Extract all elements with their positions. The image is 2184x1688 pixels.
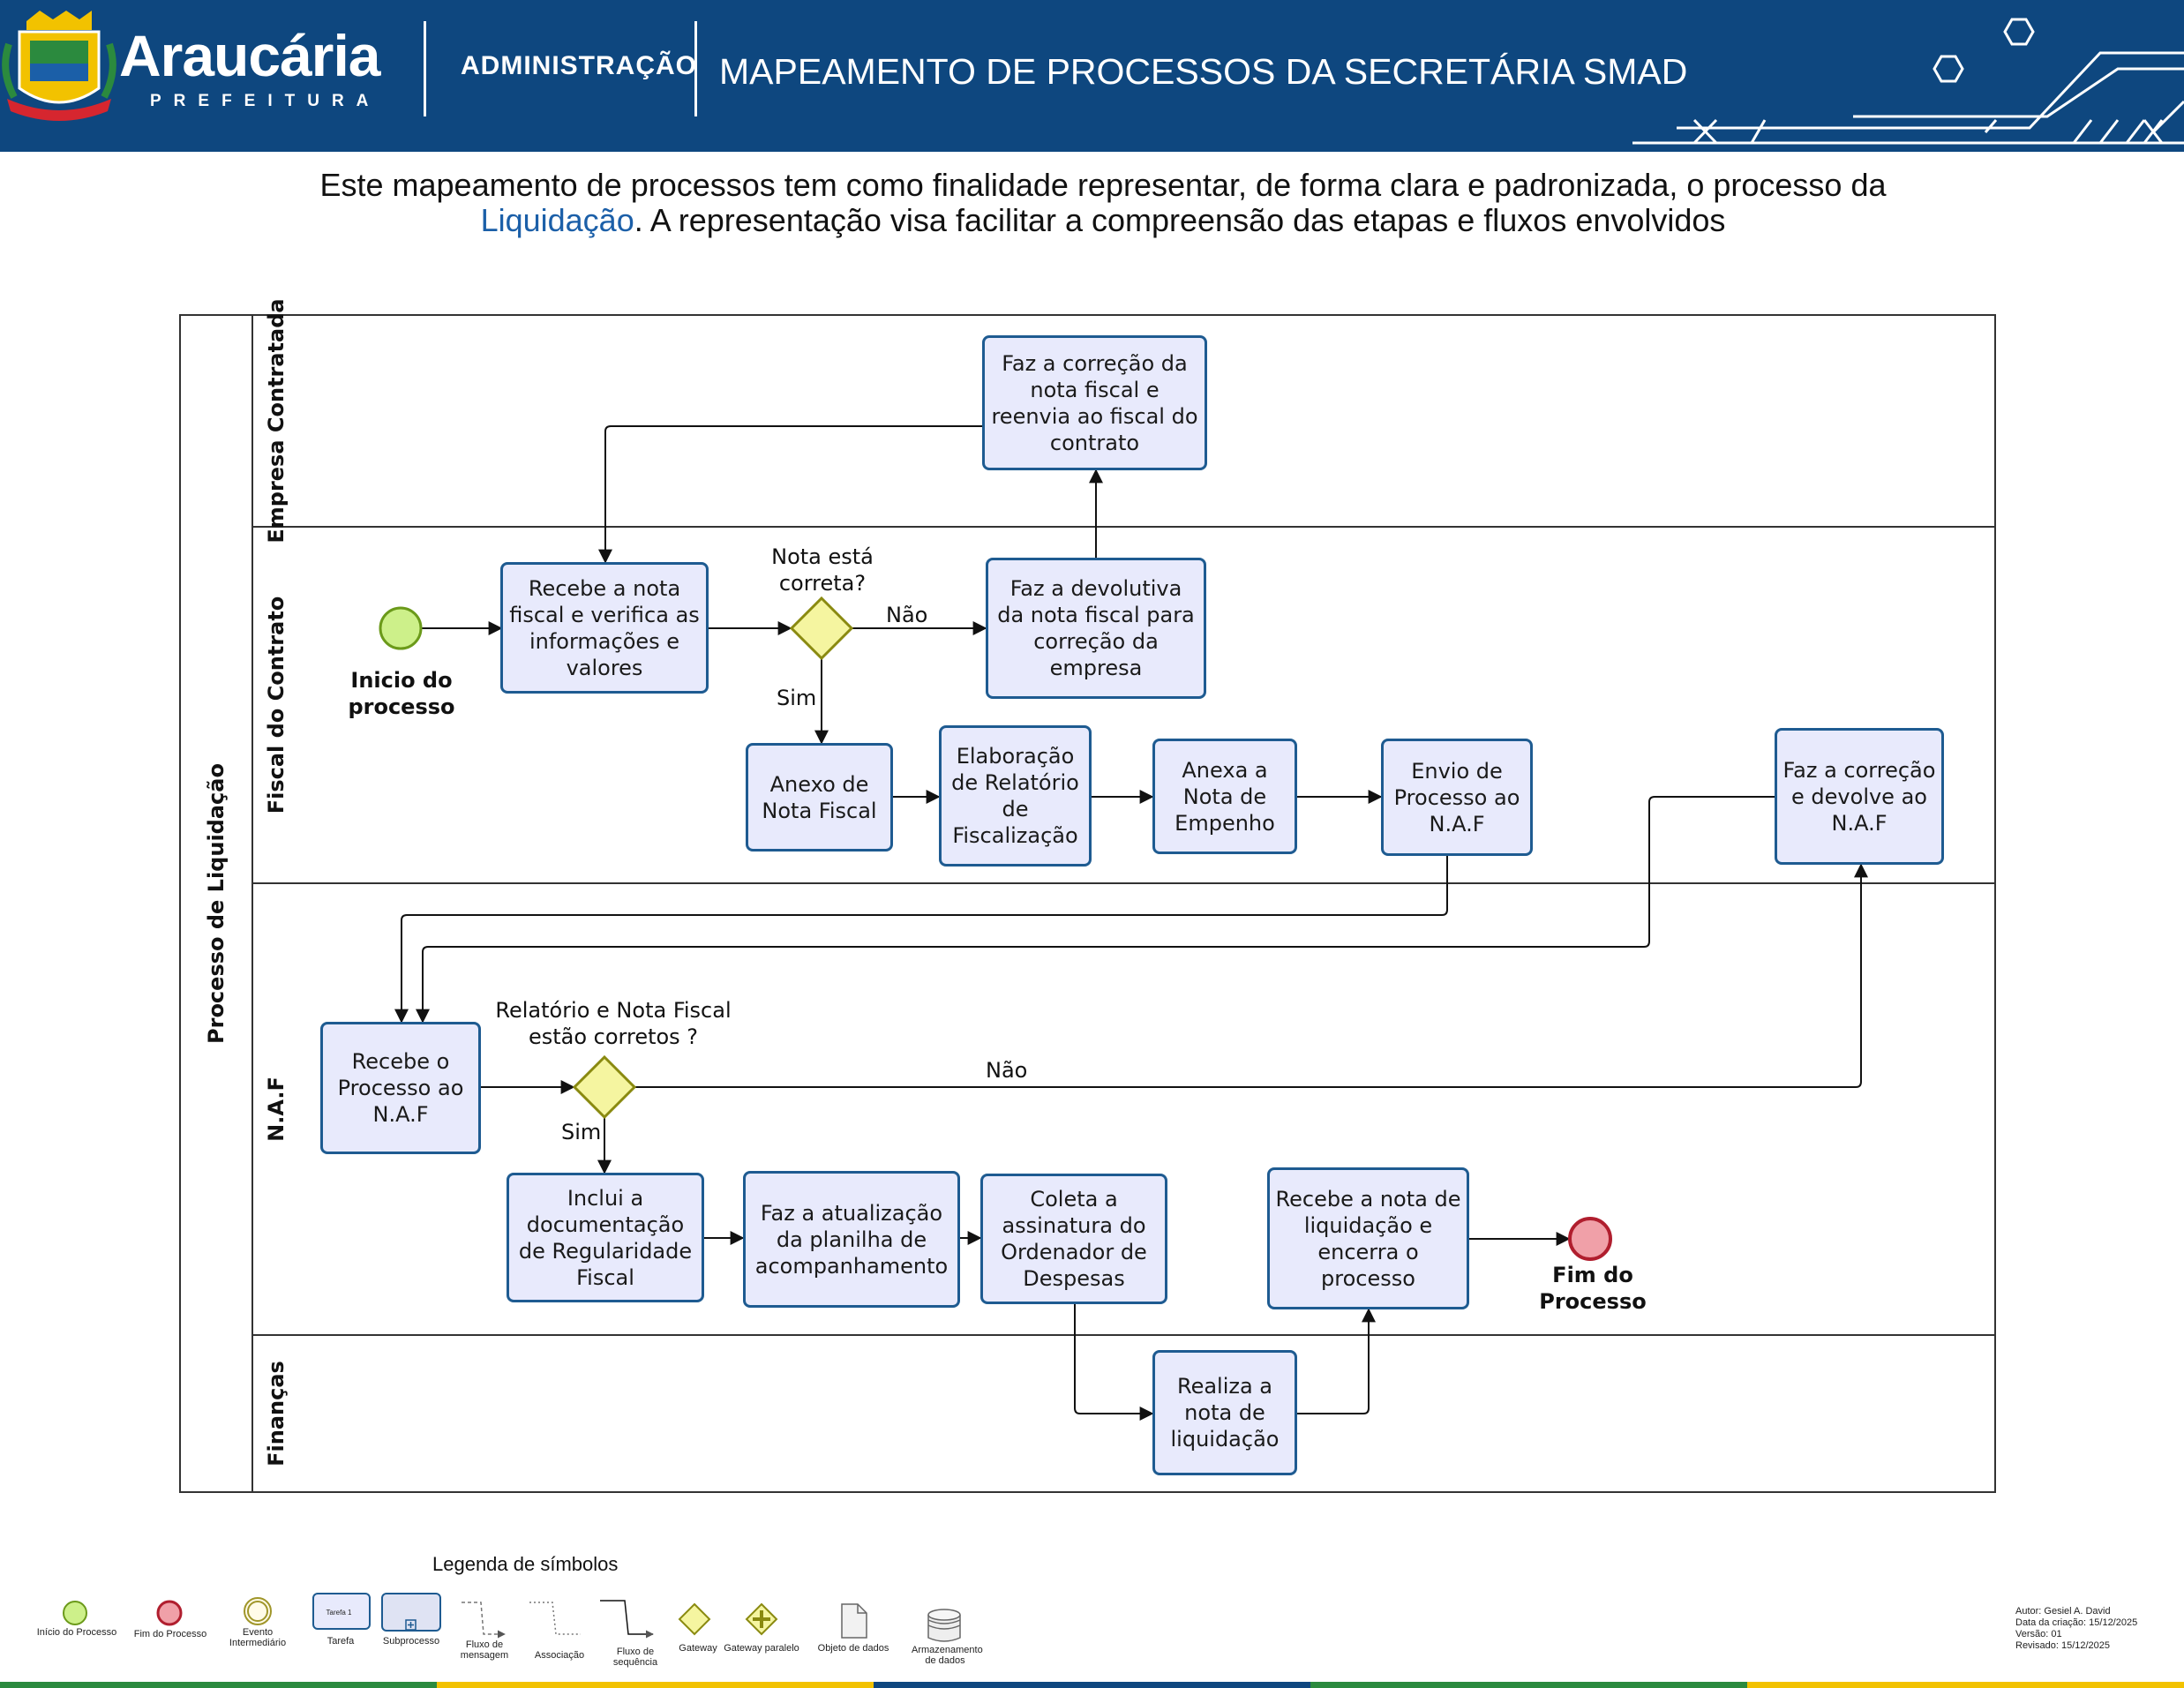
meta-revised: Revisado: 15/12/2025 bbox=[2015, 1640, 2111, 1651]
gateway1-yes-label: Sim bbox=[777, 686, 817, 710]
gateway2-yes-label: Sim bbox=[561, 1120, 602, 1144]
lane-label-empresa: Empresa Contratada bbox=[264, 298, 289, 544]
legend-title: Legenda de símbolos bbox=[432, 1553, 619, 1575]
legend-end-event-icon bbox=[156, 1600, 183, 1626]
start-event-icon bbox=[379, 606, 423, 650]
task-devolutiva[interactable]: Faz a devolutiva da nota fiscal para cor… bbox=[986, 558, 1206, 699]
gateway2-no-label: Não bbox=[986, 1058, 1028, 1083]
task-anexo-nota-fiscal[interactable]: Anexo de Nota Fiscal bbox=[746, 743, 893, 852]
task-corrige-nota-fiscal[interactable]: Faz a correção da nota fiscal e reenvia … bbox=[982, 335, 1207, 470]
legend-label-end: Fim do Processo bbox=[133, 1629, 207, 1639]
legend-label-message-flow: Fluxo de mensagem bbox=[460, 1639, 509, 1661]
end-event-icon bbox=[1568, 1217, 1612, 1261]
header-divider bbox=[694, 21, 697, 116]
task-recebe-liquidacao[interactable]: Recebe a nota de liquidação e encerra o … bbox=[1267, 1167, 1469, 1309]
legend-icons bbox=[63, 1593, 961, 1642]
legend-label-start: Início do Processo bbox=[36, 1627, 117, 1638]
footer-color-bar bbox=[0, 1682, 2184, 1688]
header-bar: Araucária PREFEITURA ADMINISTRAÇÃO MAPEA… bbox=[0, 0, 2184, 152]
legend-label-intermediate: Evento Intermediário bbox=[229, 1627, 287, 1648]
legend-label-gateway: Gateway bbox=[679, 1643, 717, 1654]
task-recebe-processo-naf[interactable]: Recebe o Processo ao N.A.F bbox=[320, 1022, 481, 1154]
legend-task-icon bbox=[312, 1593, 371, 1630]
intro-highlight: Liquidação bbox=[480, 202, 634, 238]
circuit-decoration bbox=[1632, 18, 2184, 145]
legend-label-association: Associação bbox=[534, 1650, 585, 1661]
gateway-nota-correta-icon bbox=[789, 596, 854, 661]
gateway1-no-label: Não bbox=[886, 603, 928, 627]
brand-subtitle: PREFEITURA bbox=[150, 92, 381, 110]
start-event-label: Inicio do processo bbox=[348, 668, 455, 719]
task-atualiza-planilha[interactable]: Faz a atualização da planilha de acompan… bbox=[743, 1171, 960, 1308]
legend-start-event-icon bbox=[63, 1601, 87, 1625]
lane-label-financas: Finanças bbox=[264, 1361, 289, 1467]
gateway-relatorio-correto-icon bbox=[572, 1054, 637, 1120]
legend-message-flow-icon bbox=[462, 1602, 506, 1639]
legend-data-store-icon bbox=[927, 1609, 961, 1642]
page-title: MAPEAMENTO DE PROCESSOS DA SECRETÁRIA SM… bbox=[719, 51, 1688, 92]
legend-subprocess-icon bbox=[381, 1593, 441, 1632]
legend-task-inner-label: Tarefa 1 bbox=[326, 1609, 352, 1617]
gateway2-question: Relatório e Nota Fiscal estão corretos ? bbox=[495, 998, 732, 1049]
intro-part1: Este mapeamento de processos tem como fi… bbox=[319, 167, 1887, 203]
task-coleta-assinatura[interactable]: Coleta a assinatura do Ordenador de Desp… bbox=[980, 1174, 1167, 1304]
task-anexa-nota-empenho[interactable]: Anexa a Nota de Empenho bbox=[1152, 739, 1297, 854]
meta-author: Autor: Gesiel A. David bbox=[2015, 1606, 2111, 1617]
flow-coleta-to-financas bbox=[1074, 1304, 1154, 1421]
task-recebe-nota[interactable]: Recebe a nota fiscal e verifica as infor… bbox=[500, 562, 709, 694]
intro-part2: . A representação visa facilitar a compr… bbox=[634, 202, 1726, 238]
legend-data-object-icon bbox=[841, 1603, 867, 1639]
legend-label-data-object: Objeto de dados bbox=[817, 1643, 889, 1654]
task-realiza-liquidacao[interactable]: Realiza a nota de liquidação bbox=[1152, 1350, 1297, 1475]
legend-association-icon bbox=[529, 1602, 581, 1635]
flow-corrige-naf-to-recebe bbox=[416, 796, 1775, 1024]
flow-corrige-to-recebe bbox=[598, 425, 982, 564]
header-decoration bbox=[2, 11, 2184, 145]
section-title: ADMINISTRAÇÃO bbox=[461, 51, 697, 80]
pool-label: Processo de Liquidação bbox=[204, 763, 229, 1044]
intro-text: Este mapeamento de processos tem como fi… bbox=[194, 168, 2012, 238]
legend-label-subprocess: Subprocesso bbox=[382, 1636, 440, 1647]
legend-label-task: Tarefa bbox=[326, 1636, 355, 1647]
legend-label-parallel-gateway: Gateway paralelo bbox=[724, 1643, 799, 1654]
legend-sequence-flow-icon bbox=[600, 1600, 654, 1639]
coat-of-arms-icon bbox=[2, 11, 116, 121]
flow-envio-to-naf bbox=[394, 856, 1448, 1024]
end-event-label: Fim do Processo bbox=[1539, 1263, 1647, 1314]
header-divider bbox=[424, 21, 426, 116]
meta-version: Versão: 01 bbox=[2015, 1629, 2062, 1639]
legend-label-data-store: Armazenamento de dados bbox=[912, 1645, 983, 1666]
pool-border bbox=[179, 314, 1996, 1493]
meta-created: Data da criação: 15/12/2025 bbox=[2015, 1617, 2138, 1628]
task-corrige-devolve-naf[interactable]: Faz a correção e devolve ao N.A.F bbox=[1775, 728, 1944, 865]
task-inclui-documentacao[interactable]: Inclui a documentação de Regularidade Fi… bbox=[507, 1173, 704, 1302]
gateway1-question: Nota está correta? bbox=[771, 544, 874, 596]
flow-gateway2-nao bbox=[635, 863, 1868, 1088]
legend-label-sequence-flow: Fluxo de sequência bbox=[612, 1647, 658, 1668]
brand-name: Araucária bbox=[119, 23, 381, 88]
lane-label-naf: N.A.F bbox=[264, 1077, 289, 1142]
task-envio-processo-naf[interactable]: Envio de Processo ao N.A.F bbox=[1381, 739, 1533, 856]
flow-financas-to-recebe bbox=[1297, 1308, 1376, 1414]
document-metadata: Autor: Gesiel A. David Data da criação: … bbox=[2015, 1606, 2137, 1652]
lane-label-fiscal: Fiscal do Contrato bbox=[264, 596, 289, 814]
legend-gateway-icon bbox=[678, 1602, 711, 1636]
task-relatorio-fiscalizacao[interactable]: Elaboração de Relatório de Fiscalização bbox=[939, 725, 1092, 867]
